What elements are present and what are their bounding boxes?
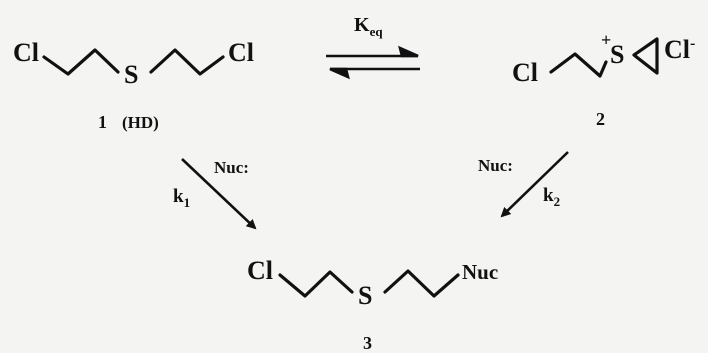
keq-subscript: eq — [369, 24, 383, 39]
compound-1-abbrev: (HD) — [122, 113, 159, 132]
step-2-reagent: Nuc: — [478, 156, 513, 175]
forward-arrow-head — [398, 45, 419, 58]
compound-3-cl: Cl — [247, 256, 273, 285]
arrow-2-to-3 — [500, 151, 569, 218]
episulfonium-ring — [632, 37, 659, 75]
compound-1-bonds-left — [42, 48, 120, 76]
compound-3-bonds-right — [383, 269, 460, 298]
compound-2-cl: Cl — [512, 58, 538, 87]
compound-1-bonds-right — [149, 48, 225, 76]
counter-ion: Cl- — [664, 36, 695, 63]
keq-letter: K — [354, 14, 370, 36]
k1-subscript: 1 — [183, 195, 191, 210]
reverse-arrow-head — [329, 67, 350, 80]
compound-1-right-cl: Cl — [228, 38, 254, 67]
compound-1-sulfur: S — [124, 60, 139, 89]
compound-3-bonds-left — [278, 270, 354, 298]
equilibrium-constant-label: Keq — [354, 15, 383, 38]
compound-3-sulfur: S — [358, 281, 373, 310]
k2-letter: k — [543, 185, 554, 206]
k1-letter: k — [173, 186, 184, 207]
compound-1-number: 1 — [98, 112, 107, 132]
compound-1-left-cl: Cl — [13, 38, 39, 67]
counter-ion-cl: Cl — [664, 35, 690, 64]
counter-ion-charge: - — [690, 35, 696, 52]
step-1-reagent: Nuc: — [214, 158, 249, 177]
sulfonium-charge: + — [601, 30, 612, 50]
compound-3-number: 3 — [363, 333, 372, 353]
step-1-rate-constant: k1 — [173, 187, 190, 209]
compound-2-number: 2 — [596, 109, 605, 129]
arrow-1-to-3 — [181, 158, 257, 230]
k2-subscript: 2 — [553, 194, 561, 209]
compound-3-nuc: Nuc — [462, 260, 499, 284]
compound-2-sulfur: S — [610, 40, 625, 69]
step-2-rate-constant: k2 — [543, 186, 560, 208]
compound-2-bonds — [549, 52, 608, 78]
